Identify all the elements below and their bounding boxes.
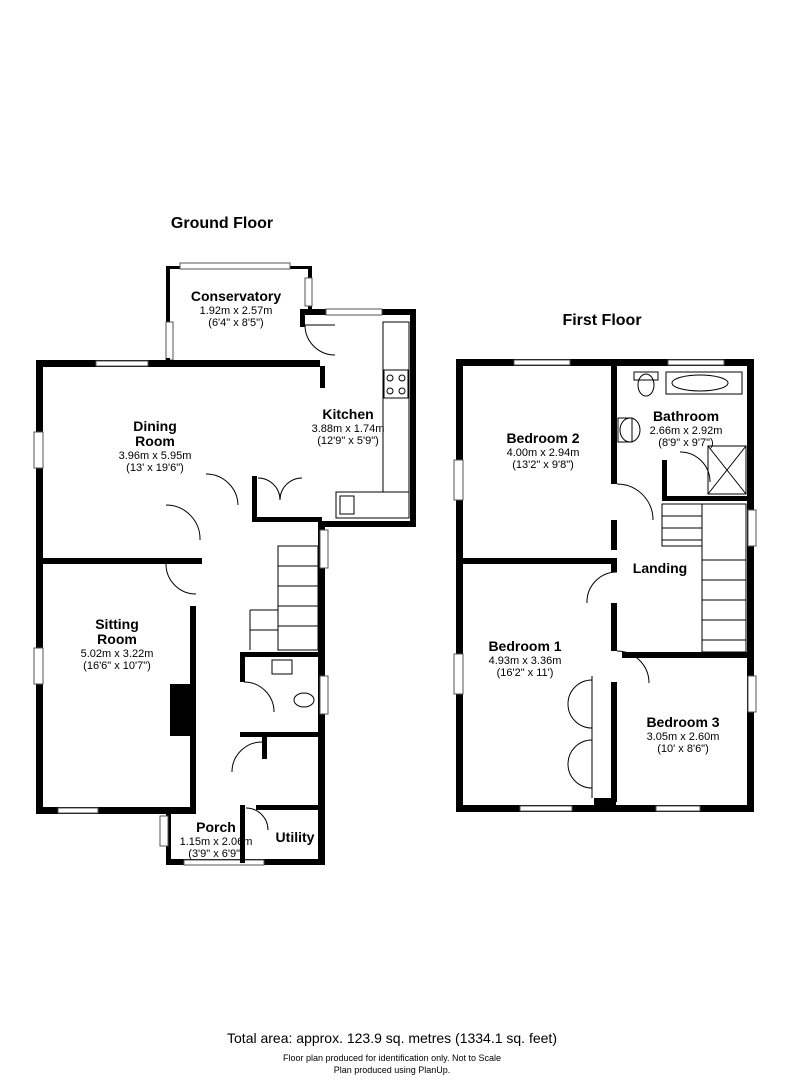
- porch-name: Porch: [196, 819, 236, 835]
- porch-label: Porch 1.15m x 2.06m (3'9" x 6'9"): [180, 819, 253, 860]
- kitchen-name: Kitchen: [322, 406, 373, 422]
- bedroom-3-dim-imperial: (10' x 8'6"): [657, 743, 709, 755]
- conservatory-dim-metric: 1.92m x 2.57m: [200, 305, 273, 317]
- dining-room-dim-metric: 3.96m x 5.95m: [119, 450, 192, 462]
- bedroom-3-dim-metric: 3.05m x 2.60m: [647, 731, 720, 743]
- utility-label: Utility: [276, 829, 315, 845]
- bathroom-label: Bathroom 2.66m x 2.92m (8'9" x 9'7"): [650, 408, 723, 449]
- conservatory-name: Conservatory: [191, 288, 281, 304]
- bedroom-2-name: Bedroom 2: [506, 430, 579, 446]
- kitchen-dim-imperial: (12'9" x 5'9"): [317, 435, 379, 447]
- porch-dim-imperial: (3'9" x 6'9"): [188, 848, 243, 860]
- bedroom-2-dim-imperial: (13'2" x 9'8"): [512, 459, 574, 471]
- ground-floor-title: Ground Floor: [171, 215, 273, 232]
- bathroom-dim-metric: 2.66m x 2.92m: [650, 425, 723, 437]
- disclaimer-text: Floor plan produced for identification o…: [283, 1053, 501, 1063]
- dining-room-dim-imperial: (13' x 19'6"): [126, 462, 184, 474]
- bathroom-name: Bathroom: [653, 408, 719, 424]
- conservatory-dim-imperial: (6'4" x 8'5"): [208, 317, 263, 329]
- kitchen-label: Kitchen 3.88m x 1.74m (12'9" x 5'9"): [312, 406, 385, 447]
- bedroom-1-dim-imperial: (16'2" x 11'): [497, 667, 554, 679]
- credit-text: Plan produced using PlanUp.: [334, 1065, 451, 1075]
- kitchen-dim-metric: 3.88m x 1.74m: [312, 423, 385, 435]
- bedroom-2-dim-metric: 4.00m x 2.94m: [507, 447, 580, 459]
- first-floor-plan: First Floor: [453, 312, 757, 812]
- bedroom-3-name: Bedroom 3: [646, 714, 719, 730]
- landing-label: Landing: [633, 560, 687, 576]
- dining-room-label: Dining Room 3.96m x 5.95m (13' x 19'6"): [119, 418, 192, 474]
- dining-room-name-line1: Dining: [133, 418, 177, 434]
- bedroom-3-label: Bedroom 3 3.05m x 2.60m (10' x 8'6"): [646, 714, 719, 755]
- dining-room-name-line2: Room: [135, 433, 175, 449]
- ground-floor-plan: Ground Floor: [33, 215, 416, 866]
- first-floor-title: First Floor: [562, 312, 641, 329]
- sitting-room-dim-imperial: (16'6" x 10'7"): [83, 660, 151, 672]
- first-floor-walls: [453, 359, 757, 812]
- bedroom-2-label: Bedroom 2 4.00m x 2.94m (13'2" x 9'8"): [506, 430, 579, 471]
- sitting-room-label: Sitting Room 5.02m x 3.22m (16'6" x 10'7…: [81, 616, 154, 672]
- bathroom-dim-imperial: (8'9" x 9'7"): [658, 437, 713, 449]
- porch-dim-metric: 1.15m x 2.06m: [180, 836, 253, 848]
- bedroom-1-name: Bedroom 1: [488, 638, 561, 654]
- bedroom-1-dim-metric: 4.93m x 3.36m: [489, 655, 562, 667]
- conservatory-label: Conservatory 1.92m x 2.57m (6'4" x 8'5"): [191, 288, 281, 329]
- landing-name: Landing: [633, 560, 687, 576]
- total-area-text: Total area: approx. 123.9 sq. metres (13…: [227, 1030, 557, 1046]
- bedroom-1-label: Bedroom 1 4.93m x 3.36m (16'2" x 11'): [488, 638, 561, 679]
- ground-floor-walls: [33, 360, 329, 866]
- utility-name: Utility: [276, 829, 315, 845]
- sitting-room-dim-metric: 5.02m x 3.22m: [81, 648, 154, 660]
- sitting-room-name-line2: Room: [97, 631, 137, 647]
- kitchen-walls: [300, 308, 416, 527]
- footer: Total area: approx. 123.9 sq. metres (13…: [227, 1030, 557, 1075]
- sitting-room-name-line1: Sitting: [95, 616, 139, 632]
